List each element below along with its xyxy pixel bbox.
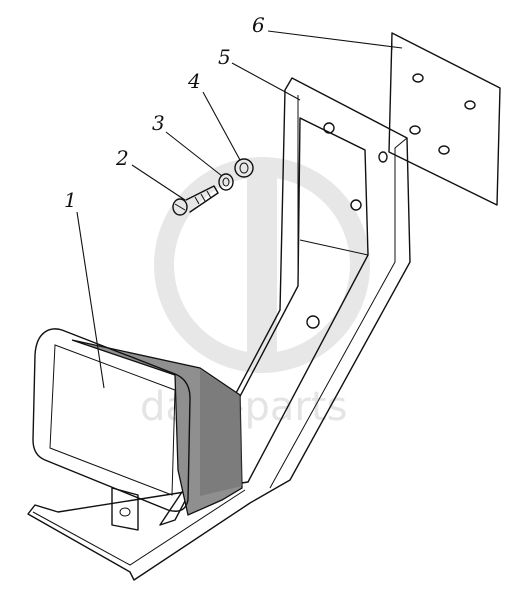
- callout-5: 5: [218, 45, 231, 69]
- leader-4: [202, 91, 241, 161]
- fog-lamp: [32, 328, 243, 531]
- bracket-hole: [350, 199, 362, 211]
- callout-1: 1: [64, 188, 77, 212]
- callout-4: 4: [187, 69, 201, 93]
- mounting-plate: [388, 32, 501, 206]
- callout-2: 2: [115, 146, 129, 170]
- plate-hole: [409, 125, 421, 135]
- bracket-hole: [378, 151, 388, 163]
- watermark-bar: [247, 175, 277, 355]
- callout-6: 6: [252, 13, 265, 37]
- plate-hole: [464, 100, 476, 110]
- lock-washer: [218, 173, 234, 191]
- bolt: [172, 185, 219, 216]
- callout-labels: 1 2 3 4 5 6: [64, 13, 265, 212]
- plate-hole: [412, 73, 424, 83]
- leader-3: [165, 131, 223, 177]
- callout-3: 3: [152, 111, 165, 135]
- watermark-ring: [154, 157, 370, 373]
- bracket-hole: [306, 315, 320, 329]
- lamp-mount-bracket: [111, 487, 139, 531]
- flat-washer: [234, 158, 254, 178]
- leader-6: [267, 30, 403, 49]
- bracket-hole: [323, 122, 335, 134]
- plate-hole: [438, 145, 450, 155]
- leader-1: [76, 211, 105, 389]
- leader-5: [231, 62, 301, 101]
- leader-lines: [76, 30, 403, 389]
- leader-2: [131, 164, 186, 201]
- watermark-text: data-parts: [140, 384, 347, 430]
- bracket: [27, 77, 411, 581]
